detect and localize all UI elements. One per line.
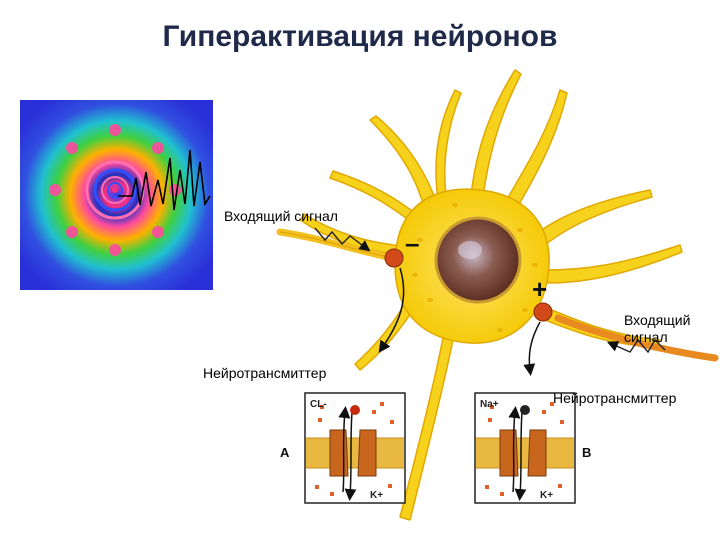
neuron-dendrites [299, 69, 683, 521]
panel-a-letter: A [280, 445, 290, 460]
panel-a-ion-bottom: K+ [370, 490, 383, 501]
panel-a-ion-top: CL- [310, 399, 327, 410]
panel-b-letter: B [582, 445, 591, 460]
neurotransmitter-label-left: Нейротрансмиттер [203, 365, 327, 381]
fractal-image [20, 100, 213, 290]
sign-excitatory: + [532, 274, 547, 304]
neurotransmitter-label-right: Нейротрансмиттер [553, 390, 677, 406]
channel-panel-b [474, 392, 576, 504]
release-arrow-right [523, 321, 541, 376]
incoming-signal-label-left: Входящий сигнал [224, 208, 338, 224]
channel-panel-a [304, 392, 406, 504]
synapse-inhibitory [384, 248, 404, 268]
incoming-axon-left [276, 227, 392, 261]
sign-inhibitory: – [405, 228, 419, 258]
incoming-signal-label-right: Входящий сигнал [624, 312, 690, 346]
panel-b-ion-top: Na+ [480, 399, 499, 410]
incoming-signal-label-right-line1: Входящий [624, 312, 691, 328]
synapse-excitatory [533, 302, 553, 322]
incoming-signal-label-right-line2: сигнал [624, 329, 668, 345]
spike-train [118, 149, 211, 211]
release-arrow-left [378, 267, 405, 353]
soma-granules [412, 203, 538, 332]
neuron-nucleus [434, 216, 522, 304]
panel-b-ion-bottom: K+ [540, 490, 553, 501]
slide-title: Гиперактивация нейронов [162, 20, 558, 53]
incoming-axon-right [554, 314, 719, 362]
